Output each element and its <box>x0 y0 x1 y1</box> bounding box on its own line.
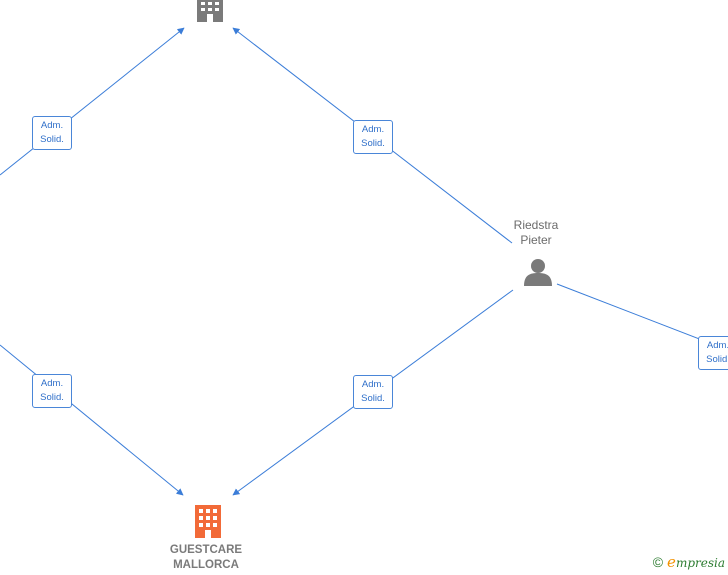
edge-label-line2: Solid. <box>40 392 64 403</box>
edge-label-left-top: Adm. Solid. <box>32 116 72 150</box>
edge-label-left-main: Adm. Solid. <box>32 374 72 408</box>
edge-label-person-main: Adm. Solid. <box>353 375 393 409</box>
footer-brand[interactable]: ©empresia <box>653 553 725 571</box>
person-icon[interactable] <box>524 259 552 286</box>
edge-left-to-main-company <box>0 344 184 496</box>
building-icon[interactable] <box>195 505 221 538</box>
edge-label-person-top: Adm. Solid. <box>353 120 393 154</box>
edge-label-line1: Adm. <box>361 379 385 390</box>
person-name-line2: Pieter <box>520 233 552 247</box>
edge-label-line2: Solid. <box>40 134 64 145</box>
edge-label-person-right: Adm. Solid. <box>698 336 728 370</box>
person-name[interactable]: Riedstra Pieter <box>496 218 576 248</box>
person-name-line1: Riedstra <box>513 218 559 232</box>
brand-rest: mpresia <box>675 556 725 570</box>
edge-label-line1: Adm. <box>361 124 385 135</box>
edge-label-line2: Solid. <box>706 354 728 365</box>
edge-label-line1: Adm. <box>40 378 64 389</box>
edge-label-line1: Adm. <box>706 340 728 351</box>
company-name-line2: MALLORCA <box>173 559 239 571</box>
copyright-symbol: © <box>652 554 664 570</box>
building-icon[interactable] <box>197 0 223 22</box>
brand-initial: e <box>667 553 676 571</box>
brand-logo: empresia <box>667 553 725 571</box>
company-name[interactable]: GUESTCARE MALLORCA <box>148 543 264 573</box>
edge-label-line2: Solid. <box>361 138 385 149</box>
edge-left-to-top-company <box>0 27 185 176</box>
edge-label-line2: Solid. <box>361 393 385 404</box>
edge-label-line1: Adm. <box>40 120 64 131</box>
company-name-line1: GUESTCARE <box>169 544 243 556</box>
